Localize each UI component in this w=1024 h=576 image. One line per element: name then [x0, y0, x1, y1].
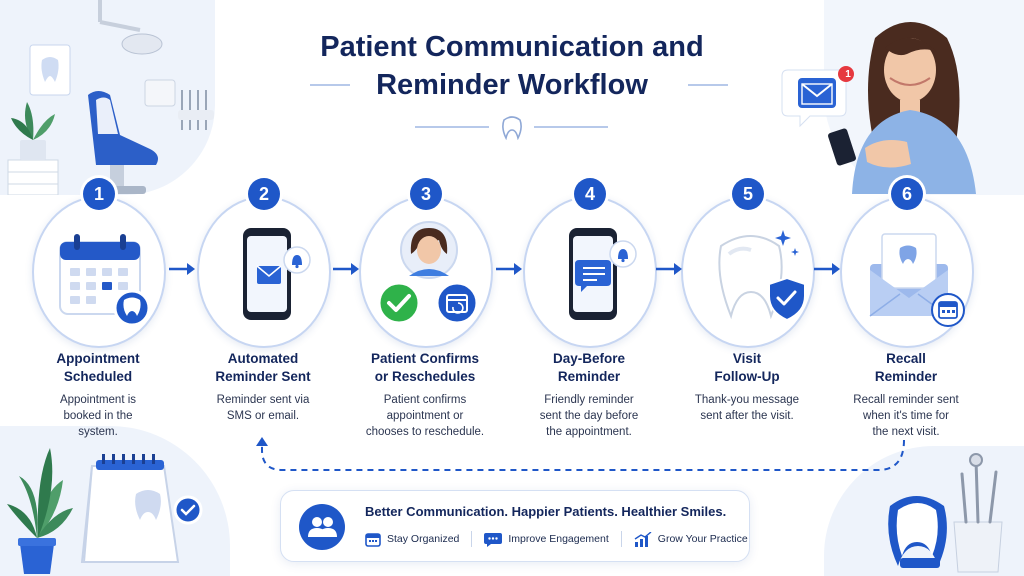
benefit-improve-engagement: Improve Engagement — [484, 532, 609, 547]
arrow-right-icon — [814, 263, 840, 275]
benefit-grow-practice: Grow Your Practice — [634, 531, 748, 547]
phone-email-icon — [243, 228, 311, 320]
arrow-right-icon — [656, 263, 682, 275]
notification-count-badge: 1 — [845, 69, 851, 80]
users-icon — [299, 504, 345, 550]
calendar-icon — [365, 532, 381, 547]
loop-back-arrow — [256, 437, 905, 471]
step-illustration-ring — [359, 196, 493, 348]
arrow-right-icon — [496, 263, 522, 275]
tooth-icon — [502, 116, 522, 140]
patient-with-phone-illustration — [781, 22, 976, 194]
envelope-icon — [869, 233, 965, 327]
step-illustration-ring — [840, 196, 974, 348]
separator — [620, 531, 622, 547]
tooth-model-and-instruments-illustration — [888, 453, 1003, 573]
dental-clinic-illustration — [7, 0, 214, 195]
step-number-badge: 6 — [891, 178, 923, 210]
step-illustration-ring — [523, 196, 657, 348]
benefits-banner: Better Communication. Happier Patients. … — [280, 490, 750, 562]
patient-avatar-icon — [377, 221, 458, 325]
divider-right — [534, 126, 608, 128]
phone-message-icon — [569, 228, 637, 320]
step-number-badge: 3 — [410, 178, 442, 210]
title-rule-left — [310, 84, 350, 86]
step-number-badge: 4 — [574, 178, 606, 210]
plant-and-desk-calendar-illustration — [7, 448, 203, 574]
page-title: Patient Communication and Reminder Workf… — [320, 31, 704, 101]
title-rule-right — [688, 84, 728, 86]
notification-bubble — [781, 66, 854, 128]
step-illustration-ring — [32, 196, 166, 348]
arrow-right-icon — [333, 263, 359, 275]
banner-headline: Better Communication. Happier Patients. … — [365, 504, 727, 519]
growth-chart-icon — [634, 531, 652, 547]
separator — [471, 531, 473, 547]
step-number-badge: 1 — [83, 178, 115, 210]
step-illustration-ring — [681, 196, 815, 348]
chat-bubble-icon — [484, 532, 503, 547]
reschedule-calendar-icon — [435, 281, 479, 325]
tooth-shield-icon — [718, 230, 806, 322]
banner-benefit-list: Stay Organized Improve Engagement Grow Y… — [365, 531, 748, 547]
step-illustration-ring — [197, 196, 331, 348]
calendar-icon — [59, 234, 151, 327]
divider-left — [415, 126, 489, 128]
arrow-right-icon — [169, 263, 195, 275]
benefit-stay-organized: Stay Organized — [365, 532, 459, 547]
step-number-badge: 5 — [732, 178, 764, 210]
step-number-badge: 2 — [248, 178, 280, 210]
